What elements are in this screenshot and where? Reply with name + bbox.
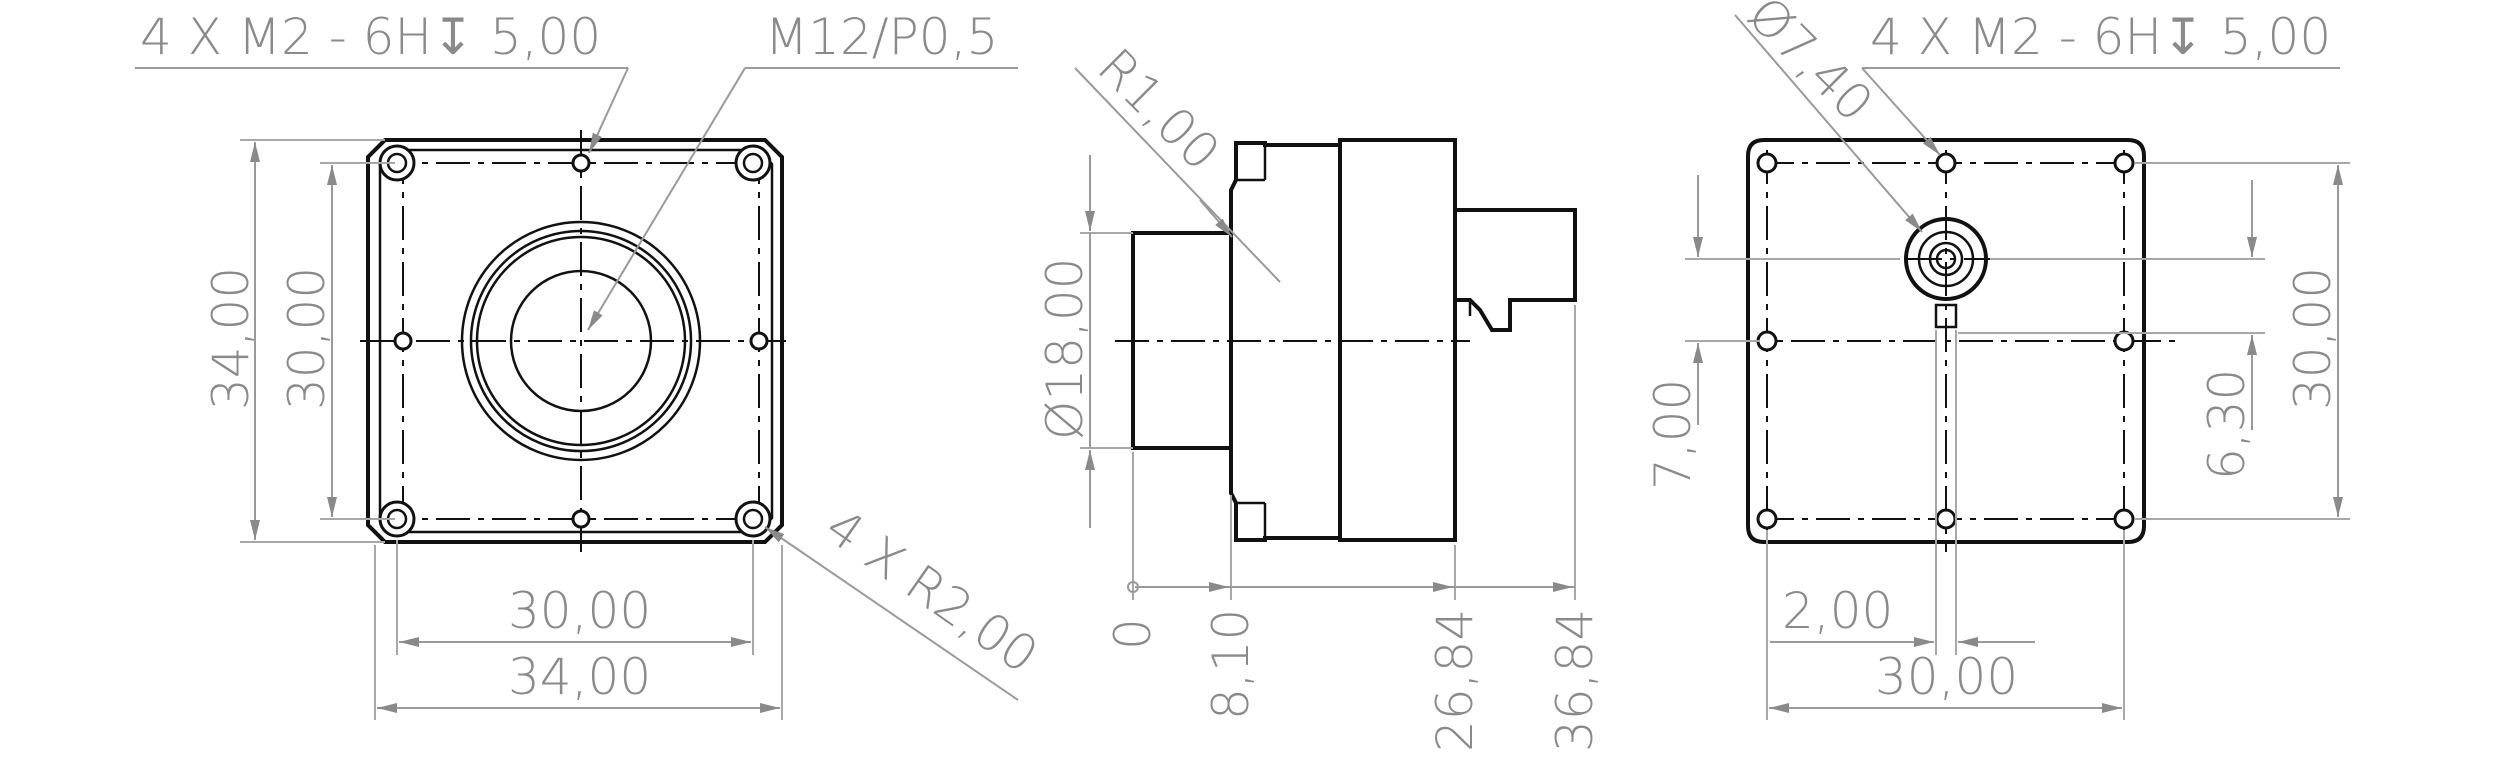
back-width-2-label: 2,00 [1782,582,1893,640]
back-offset-630-label: 6,30 [2198,369,2256,480]
front-thread-hole [571,153,591,173]
side-pos-1-label: 8,10 [1202,609,1260,720]
front-view: 4 X M2 - 6H↧ 5,00 M12/P0,5 34,00 30,00 3… [135,8,1048,720]
front-height-outer-label: 34,00 [202,267,260,410]
back-thread-hole [1756,152,1778,174]
front-thread-hole [749,331,769,351]
back-hole-diameter-label: Ø7,40 [1737,0,1885,133]
front-thread-holes-label: 4 X M2 - 6H↧ 5,00 [140,8,601,66]
side-radius-label: R1,00 [1087,37,1231,181]
front-corner-hole [742,508,764,530]
back-body-outline [1746,138,2146,544]
front-corner-hole [734,144,772,182]
front-corner-radius-label: 4 X R2,00 [815,497,1048,684]
side-pos-2-label: 26,84 [1426,609,1484,752]
back-height-30-label: 30,00 [2284,267,2342,410]
back-thread-hole [1935,508,1957,530]
front-corner-hole [734,500,772,538]
side-diameter-label: Ø18,00 [1036,258,1094,441]
back-thread-hole [1935,152,1957,174]
back-offset-7-label: 7,00 [1644,379,1702,490]
front-width-outer-label: 34,00 [508,648,651,706]
front-thread-hole [571,509,591,529]
back-thread-hole [2113,508,2135,530]
back-view: Ø7,40 4 X M2 - 6H↧ 5,00 7,00 6,30 30,00 … [1644,0,2350,720]
front-thread-hole [393,331,413,351]
back-width-30-label: 30,00 [1875,648,2018,706]
back-thread-hole [1756,330,1778,352]
back-thread-hole [2113,152,2135,174]
side-connector [1455,208,1577,332]
front-height-inner-label: 30,00 [278,267,336,410]
front-corner-hole [742,152,764,174]
back-thread-holes-label: 4 X M2 - 6H↧ 5,00 [1870,8,2331,66]
front-width-inner-label: 30,00 [508,582,651,640]
side-pos-3-label: 36,84 [1546,609,1604,752]
back-thread-hole [2113,330,2135,352]
side-pos-0-label: 0 [1104,618,1162,650]
front-lens-thread-label: M12/P0,5 [765,8,998,66]
side-view: R1,00 Ø18,00 0 8,10 26,84 36,84 [1036,37,1604,752]
back-thread-hole [1756,508,1778,530]
